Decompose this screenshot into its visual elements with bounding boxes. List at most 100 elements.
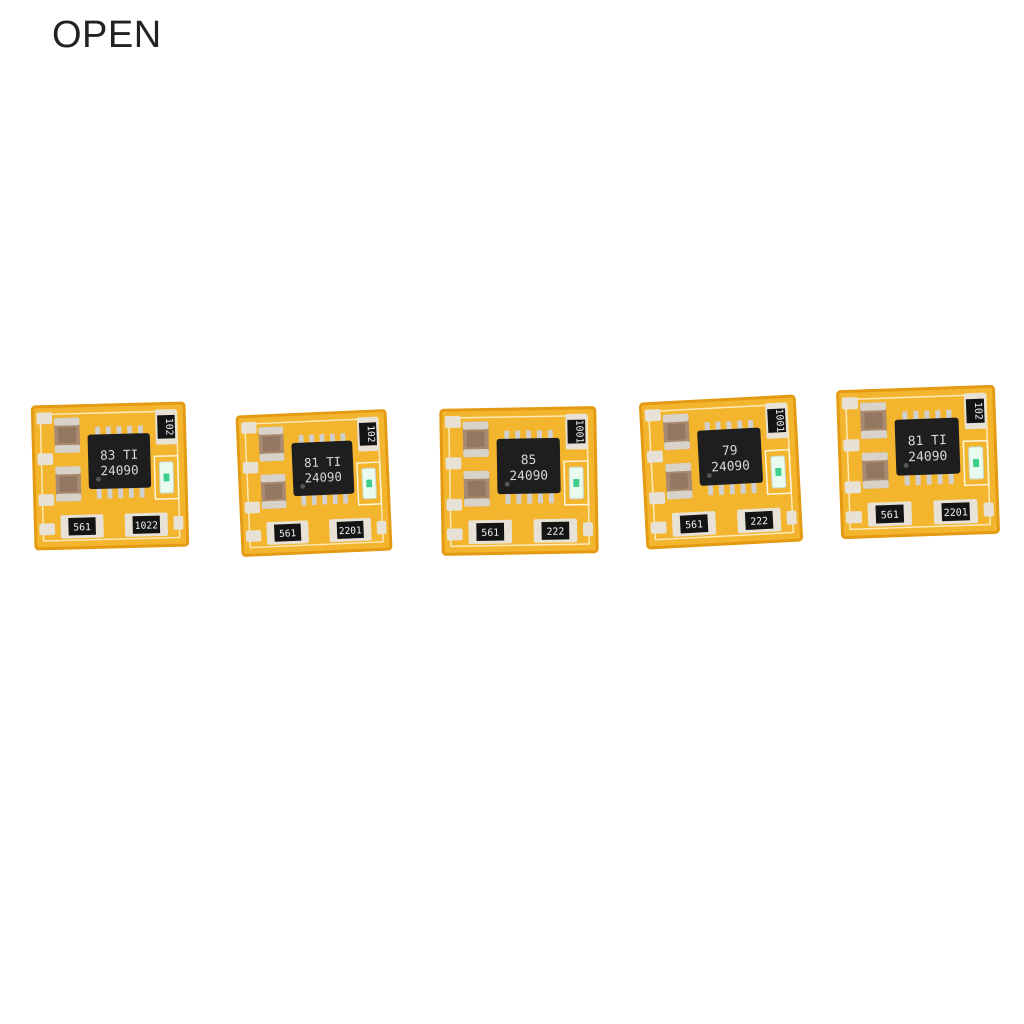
chip-pin: [729, 482, 736, 495]
chip-pin: [926, 472, 932, 485]
chip-pin: [127, 425, 133, 436]
led: [153, 454, 180, 500]
resistor-bottom-right: 1022: [124, 512, 168, 537]
svg-text:561: 561: [73, 522, 91, 533]
chip-pin: [107, 486, 113, 499]
chip-pin: [913, 410, 919, 422]
solder-pad: [786, 510, 797, 525]
solder-pad: [446, 498, 463, 511]
resistor-bottom-left: 561: [60, 514, 104, 539]
chip-pin: [301, 493, 307, 506]
chip-pin: [924, 410, 930, 421]
chip-pin: [516, 491, 522, 504]
resistor-bottom-right: 222: [533, 518, 578, 543]
chip-pin: [118, 486, 124, 499]
chip-marking-line2: 24090: [100, 462, 138, 478]
chip-pin: [526, 430, 532, 441]
solder-pad: [844, 481, 861, 494]
solder-pad: [173, 516, 184, 530]
svg-text:1022: 1022: [135, 520, 159, 532]
chip-marking-line2: 24090: [908, 449, 948, 465]
chip-pin: [128, 486, 134, 498]
svg-text:102: 102: [163, 418, 174, 436]
svg-text:222: 222: [750, 516, 768, 528]
chip-pin: [329, 433, 336, 444]
solder-pad: [841, 397, 859, 410]
resistor-top: 1001: [565, 413, 588, 450]
chip-pin: [137, 425, 144, 436]
solder-pad: [646, 450, 664, 463]
capacitor: [665, 462, 693, 500]
chip-pin: [139, 485, 145, 498]
solder-pad: [644, 409, 661, 422]
resistor-bottom-right: 2201: [328, 517, 372, 543]
solder-pad: [37, 453, 54, 466]
chip-pin: [504, 430, 510, 441]
solder-pad: [843, 439, 860, 452]
solder-pad: [376, 520, 387, 535]
solder-pad: [845, 511, 863, 524]
chip-pin: [740, 481, 746, 494]
chip-pin: [915, 472, 921, 486]
capacitor: [54, 417, 81, 454]
ic-chip: [496, 437, 561, 495]
svg-text:2201: 2201: [339, 525, 363, 537]
svg-text:1001: 1001: [573, 420, 584, 444]
chip-pin: [715, 421, 721, 432]
chip-pin: [548, 491, 554, 504]
chip-pin: [536, 430, 542, 441]
chip-pin: [505, 492, 511, 504]
resistor-bottom-left: 561: [671, 510, 717, 537]
chip-pin: [298, 434, 304, 445]
chip-marking-line2: 24090: [711, 459, 750, 476]
solder-pad: [445, 457, 462, 470]
resistor-top: 102: [963, 392, 987, 430]
chip-pin: [340, 433, 346, 443]
led: [356, 461, 383, 506]
capacitor: [859, 402, 888, 439]
solder-pad: [36, 412, 53, 425]
chip-pin: [311, 493, 317, 505]
svg-text:102: 102: [972, 402, 984, 420]
resistor-top: 1001: [764, 402, 789, 439]
chip-pin: [751, 481, 757, 494]
chip-marking-line1: 81 TI: [907, 433, 947, 449]
led: [764, 448, 793, 496]
chip-pin: [737, 420, 743, 431]
resistor-top: 102: [356, 416, 380, 452]
chip-pin: [704, 422, 711, 433]
chip-pin: [935, 410, 941, 421]
svg-text:561: 561: [685, 519, 703, 531]
svg-text:561: 561: [279, 528, 297, 540]
chip-pin: [96, 486, 102, 499]
chip-pin: [726, 421, 732, 432]
capacitor: [462, 421, 489, 458]
chip-pin: [747, 419, 754, 431]
solder-pad: [444, 415, 461, 428]
brand-logo-text: OPEN: [52, 14, 162, 56]
resistor-bottom-left: 561: [468, 519, 513, 545]
chip-marking-line1: 85: [521, 453, 537, 468]
svg-text:222: 222: [546, 527, 564, 538]
solder-pad: [242, 461, 259, 474]
chip-marking-line2: 24090: [509, 469, 548, 485]
resistor-bottom-right: 2201: [933, 499, 979, 525]
capacitor: [662, 413, 691, 451]
solder-pad: [39, 523, 56, 536]
capacitor: [463, 470, 490, 507]
chip-pin: [946, 409, 952, 420]
chip-pin: [116, 426, 122, 436]
svg-text:561: 561: [881, 510, 899, 522]
chip-pin: [319, 434, 325, 444]
svg-text:1001: 1001: [773, 408, 785, 432]
capacitor: [260, 473, 287, 509]
solder-pad: [983, 502, 994, 517]
solder-pad: [650, 521, 667, 534]
chip-pin: [718, 482, 725, 495]
led: [962, 439, 990, 487]
solder-pad: [38, 494, 55, 507]
ic-chip: [87, 433, 152, 490]
capacitor: [55, 466, 82, 502]
